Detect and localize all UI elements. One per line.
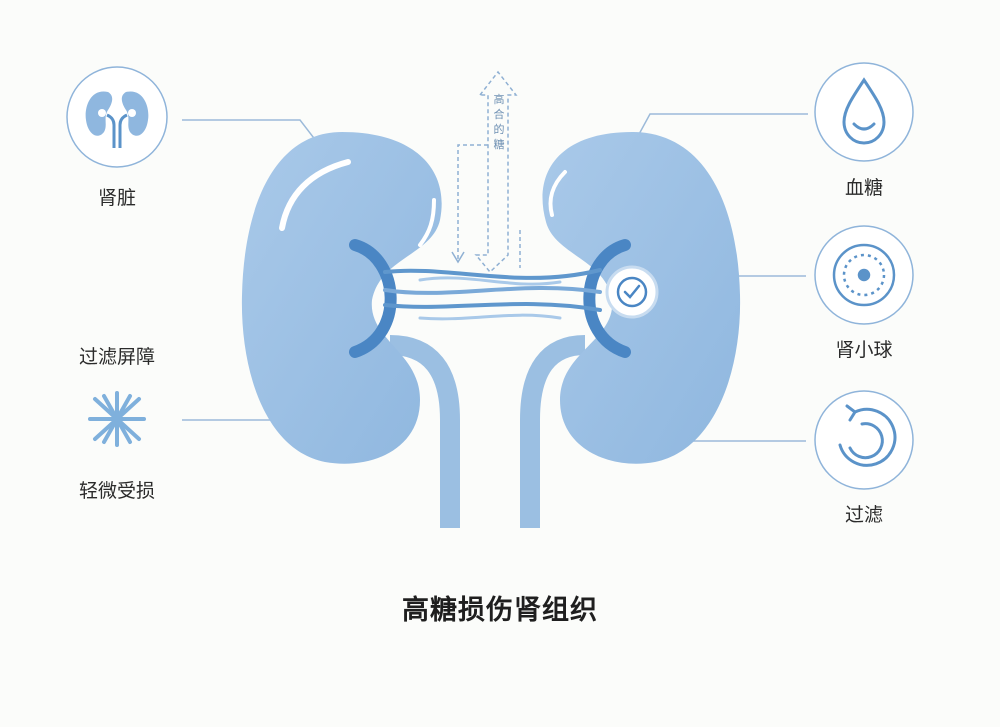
left-hilum: [349, 239, 397, 358]
flow-arrow-left-head: [451, 251, 465, 264]
connecting-vessels: [383, 268, 602, 321]
check-circle-icon: [605, 265, 659, 319]
left-kidney-highlight-small: [418, 198, 436, 247]
vessel-2: [383, 286, 602, 295]
right-kidney: [542, 132, 741, 464]
vessel-4: [418, 276, 562, 286]
filtration-badge: [814, 390, 914, 490]
filtration-swirl-icon: [838, 404, 897, 467]
check-circle-inner: [616, 276, 648, 308]
blood-drop-badge: [814, 62, 914, 162]
label-slight-damage: 轻微受损: [78, 480, 156, 502]
vessel-5: [418, 313, 562, 321]
right-ureter: [520, 335, 586, 528]
check-mark-icon: [623, 284, 641, 299]
right-hilum: [583, 239, 631, 358]
kidneys-icon: [85, 91, 149, 148]
arrow-label: 高合的糖: [493, 93, 505, 151]
right-kidney-highlight: [548, 170, 567, 217]
left-kidney: [241, 132, 442, 464]
label-filtration: 过滤: [844, 504, 884, 526]
diagram-title: 高糖损伤肾组织: [402, 595, 598, 626]
label-glomerulus: 肾小球: [835, 339, 893, 361]
ureters: [389, 335, 586, 528]
vessel-3: [383, 302, 602, 312]
left-ureter: [389, 335, 460, 528]
kidney-icon-badge: [66, 66, 168, 168]
starburst-icon: [88, 391, 146, 447]
left-kidney-highlight: [279, 159, 351, 231]
label-filter-barrier: 过滤屏障: [78, 346, 156, 368]
label-kidney: 肾脏: [97, 187, 137, 209]
blood-drop-icon: [842, 77, 886, 145]
glomerulus-badge: [814, 225, 914, 325]
label-blood-sugar: 血糖: [844, 177, 884, 199]
flow-arrow-main: [474, 70, 518, 274]
left-kidney-body: [241, 132, 442, 464]
sugar-flow-arrows: [451, 70, 521, 274]
glomerulus-icon: [832, 243, 896, 307]
vessel-1: [383, 268, 602, 280]
flow-arrow-left: [457, 144, 488, 260]
